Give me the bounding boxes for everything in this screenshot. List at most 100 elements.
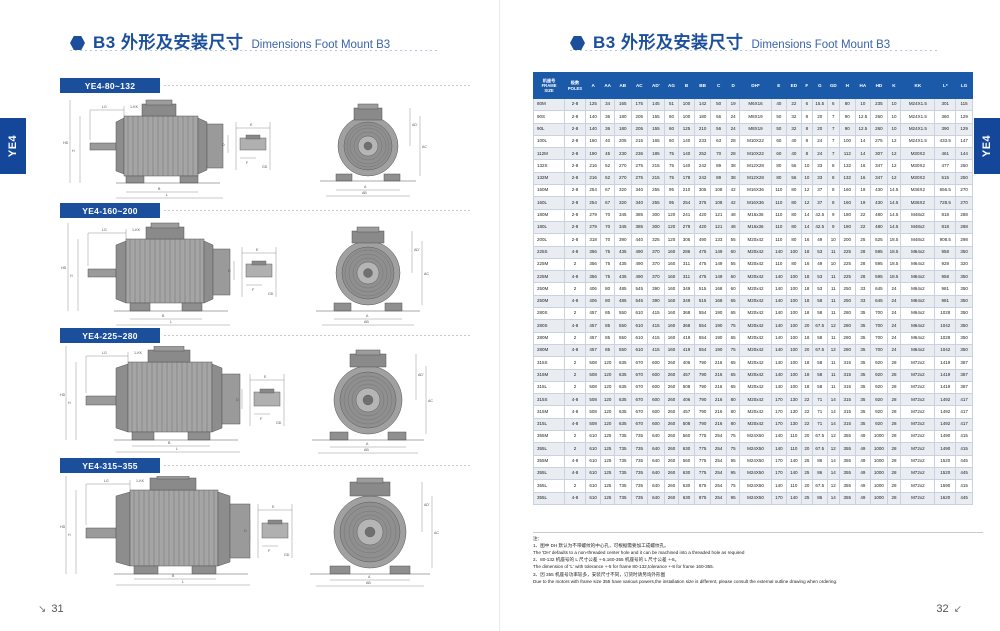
cell: 132 [839,171,856,186]
cell: 415 [955,442,973,456]
svg-text:H: H [70,274,73,278]
cell: 350 [955,245,973,259]
cell: M16x36 [739,208,772,222]
cell: 275 [630,171,649,186]
cell: 700 [870,307,888,321]
cell: 252 [693,147,712,161]
cell: 280 [839,343,856,358]
cell: 790 [693,380,712,395]
cell: 75 [600,270,615,284]
cell-frame-size: 225M [532,257,566,272]
cell: 255 [647,184,665,198]
cell: 457 [678,405,695,419]
cell: 18 [800,294,814,309]
cell: M24X50 [739,466,772,481]
cell-frame-size: 315M [532,405,566,419]
cell: 145 [647,97,665,112]
cell: M20x42 [739,380,772,395]
cell: 11 [826,307,841,321]
cell: 315 [839,368,856,382]
cell: 735 [630,491,649,505]
cell: 355 [839,491,856,505]
cell: 160 [663,245,680,259]
cell: 121 [710,208,727,222]
cell: 14 [826,393,841,407]
cell: 160 [663,294,680,309]
cell: 390 [934,122,957,136]
cell: 10 [800,171,814,186]
svg-text:F: F [260,417,263,421]
cell-frame-size: 132M [532,171,566,186]
svg-text:AC: AC [424,272,429,276]
cell: 270 [613,159,632,173]
cell: 70 [600,233,615,247]
cell: M72x2 [900,430,936,444]
cell: 100 [786,380,802,395]
cell: 311 [678,257,695,272]
cell: 461 [934,147,957,161]
cell: M64x2 [900,257,936,272]
cell: 242 [693,171,712,186]
cell: M16X36 [739,196,772,210]
cell: 140 [678,134,695,149]
cell: M24X50 [739,491,772,505]
cell: 28 [886,393,902,407]
cell: 168 [710,294,727,309]
svg-text:D: D [222,143,225,147]
cell: 80 [786,233,802,247]
cell: 45 [600,147,615,161]
svg-text:AD': AD' [424,503,430,507]
svg-text:A: A [366,314,369,318]
col-header-21: K [886,72,902,99]
cell: M72x2 [900,479,936,493]
cell: 610 [630,331,649,345]
cell: 4-8 [564,319,586,333]
cell: 16 [800,257,814,272]
cell: 14.5 [886,208,902,222]
cell: 100 [786,331,802,345]
cell: 315 [839,393,856,407]
cell: 38 [725,171,741,186]
cell: 349 [678,282,695,296]
cell: 356 [584,270,602,284]
cell: 80 [600,294,615,309]
cell: 14 [800,208,814,222]
cell: 140 [770,442,788,456]
cell: 60 [663,122,680,136]
cell-frame-size: 280S [532,307,566,321]
cell-frame-size: 160M [532,184,566,198]
cell: 85 [600,319,615,333]
cell-frame-size: 200L [532,233,566,247]
col-header-7: AG [663,72,680,99]
cell: 130 [786,393,802,407]
cell: 200 [839,233,856,247]
cell-frame-size: 315L [532,417,566,432]
note-line-1: The 'DH' defaults to a non-threaded cent… [533,550,745,556]
cell: 610 [584,479,602,493]
cell: 433.5 [934,134,957,149]
cell: 85 [600,343,615,358]
cell: 818 [934,220,957,235]
cell: 254 [678,196,695,210]
cell: 610 [584,466,602,481]
cell: 8 [826,171,841,186]
cell: 595 [870,245,888,259]
cell: 508 [584,380,602,395]
folio-left-mark: ↘ [38,603,47,615]
cell: 435 [613,245,632,259]
cell: 275 [630,159,649,173]
cell-frame-size: 90S [532,110,566,124]
cell: 132 [839,159,856,173]
cell: 700 [870,343,888,358]
cell: 42 [725,196,741,210]
cell: 315 [839,380,856,395]
cell: 1000 [870,442,888,456]
cell: 168 [710,282,727,296]
cell: 457 [678,368,695,382]
right-heading-en: Dimensions Foot Mount B3 [751,39,891,51]
cell: 415 [647,331,665,345]
cell: 86 [812,454,828,468]
